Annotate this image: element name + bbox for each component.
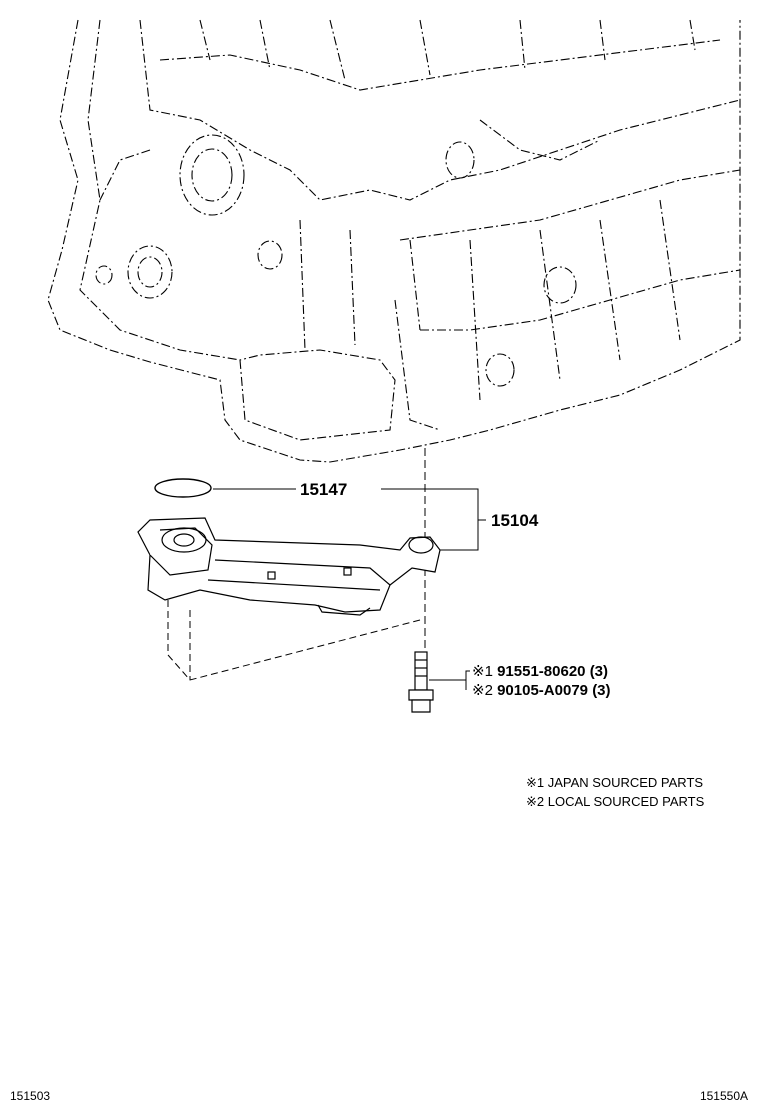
legend-text-1: JAPAN SOURCED PARTS (547, 775, 704, 790)
illustration-code-right: 151550A (699, 1089, 748, 1103)
bolt-part-row-1: ※1 91551-80620 (3) (472, 664, 608, 679)
bolt-part-row-2: ※2 90105-A0079 (3) (472, 683, 611, 698)
strainer-part-number: 15104 (491, 511, 539, 530)
engine-block-drawing (47, 19, 741, 463)
legend-row-1: ※1 JAPAN SOURCED PARTS (526, 776, 703, 789)
oring-gasket (154, 478, 212, 498)
strainer-projection (167, 600, 421, 681)
legend-mark-1: ※1 (526, 775, 545, 790)
legend-mark-2: ※2 (526, 794, 545, 809)
flange-bolt (408, 651, 434, 713)
legend-text-2: LOCAL SOURCED PARTS (547, 794, 705, 809)
bolt-part-mark-1: ※1 (472, 663, 493, 680)
bolt-part-mark-2: ※2 (472, 682, 493, 699)
legend-row-2: ※2 LOCAL SOURCED PARTS (526, 795, 704, 808)
bolt-part-number-1: 91551-80620 (497, 663, 586, 680)
oring-part-number: 15147 (300, 480, 348, 499)
oil-strainer-assembly (137, 517, 441, 616)
bolt-leader (429, 670, 470, 681)
illustration-code-left: 151503 (10, 1089, 51, 1103)
bolt-part-qty-2: (3) (592, 682, 611, 699)
bolt-part-number-2: 90105-A0079 (497, 682, 589, 699)
bolt-part-qty-1: (3) (589, 663, 609, 680)
